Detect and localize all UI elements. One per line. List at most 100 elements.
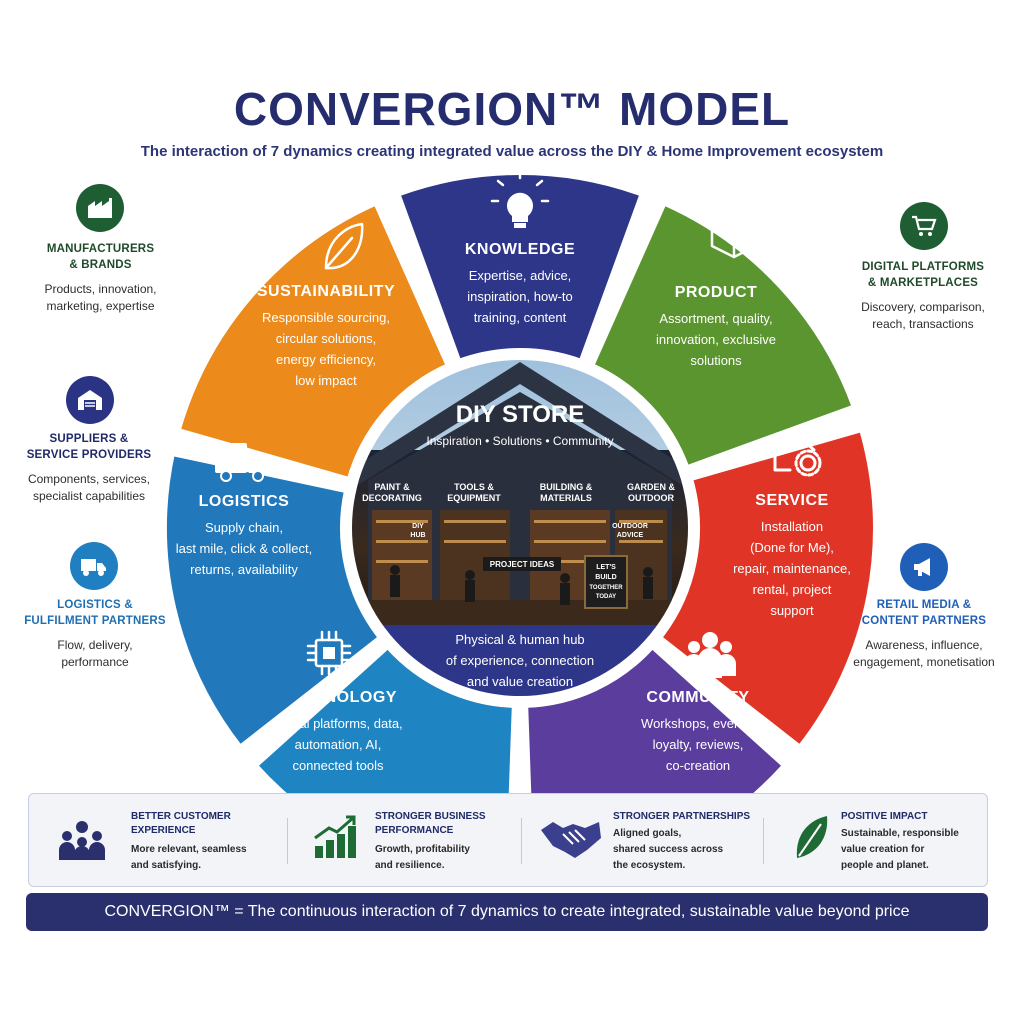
megaphone-icon xyxy=(900,543,948,591)
partner-suppliers-title-2: SERVICE PROVIDERS xyxy=(26,449,152,461)
benefit-partnerships: STRONGER PARTNERSHIPS Aligned goals, sha… xyxy=(527,794,767,886)
segment-technology-desc-line: Digital platforms, data, xyxy=(273,716,402,731)
benefit-4-desc-2: value creation for xyxy=(841,844,925,855)
lightbulb-icon xyxy=(490,170,550,228)
page-title: CONVERGION™ MODEL xyxy=(233,83,791,135)
benefit-2-desc-2: and resilience. xyxy=(375,860,445,871)
zone-garden-line2: OUTDOOR xyxy=(628,493,674,503)
partner-retail-media-desc-2: engagement, monetisation xyxy=(853,655,995,669)
segment-community-desc-line: co-creation xyxy=(666,758,730,773)
segment-technology-desc-line: automation, AI, xyxy=(295,737,382,752)
sign-line1: LET'S xyxy=(596,564,616,571)
partner-digital-desc-2: reach, transactions xyxy=(872,317,974,331)
truck-icon xyxy=(215,443,267,482)
zone-building-line2: MATERIALS xyxy=(540,493,592,503)
center-desc-line2: of experience, connection xyxy=(446,653,594,668)
segment-community-label: COMMUNITY xyxy=(646,689,749,706)
segment-sustainability-label: SUSTAINABILITY xyxy=(257,283,395,300)
partner-logistics-desc-1: Flow, delivery, xyxy=(57,638,133,652)
house-gear-icon xyxy=(768,428,822,477)
segment-service-desc-line: (Done for Me), xyxy=(750,540,834,555)
diy-hub-line2: HUB xyxy=(410,532,425,539)
partner-digital-desc-1: Discovery, comparison, xyxy=(861,300,985,314)
benefits-strip: BETTER CUSTOMER EXPERIENCE More relevant… xyxy=(28,793,988,887)
zone-paint-line1: PAINT & xyxy=(374,482,410,492)
leaf-icon xyxy=(796,816,828,858)
sign-line2: BUILD xyxy=(595,574,616,581)
segment-knowledge xyxy=(396,171,644,363)
factory-icon xyxy=(76,184,124,232)
partner-manufacturers-desc-1: Products, innovation, xyxy=(44,282,157,296)
segment-knowledge-desc-line: inspiration, how-to xyxy=(467,289,573,304)
customers-icon xyxy=(59,821,105,860)
segment-service-desc-line: support xyxy=(770,603,814,618)
diy-hub-line1: DIY xyxy=(412,523,424,530)
center-desc-line3: and value creation xyxy=(467,674,573,689)
zone-tools-line2: EQUIPMENT xyxy=(447,493,501,503)
partner-retail-media-title-1: RETAIL MEDIA & xyxy=(876,599,972,611)
box-icon xyxy=(710,209,758,259)
segment-community-desc-line: Workshops, events, xyxy=(641,716,755,731)
segment-service-label: SERVICE xyxy=(755,492,828,509)
benefit-2-desc-1: Growth, profitability xyxy=(375,844,470,855)
segment-sustainability xyxy=(176,201,450,481)
benefit-2-title-1: STRONGER BUSINESS xyxy=(375,811,486,822)
diy-store-center: DIY STORE Inspiration • Solutions • Comm… xyxy=(348,356,692,700)
partner-logistics: LOGISTICS & FULFILMENT PARTNERS Flow, de… xyxy=(20,597,170,671)
segment-knowledge-desc-line: training, content xyxy=(474,310,567,325)
benefit-4-title-1: POSITIVE IMPACT xyxy=(841,811,928,822)
segment-logistics xyxy=(163,452,382,749)
benefit-positive-impact: POSITIVE IMPACT Sustainable, responsible… xyxy=(769,794,987,886)
partner-suppliers-title-1: SUPPLIERS & xyxy=(49,433,129,445)
chip-icon xyxy=(306,630,352,676)
segment-service-desc-line: repair, maintenance, xyxy=(733,561,851,576)
partner-retail-media: RETAIL MEDIA & CONTENT PARTNERS Awarenes… xyxy=(842,597,1006,671)
benefit-customer-experience: BETTER CUSTOMER EXPERIENCE More relevant… xyxy=(29,794,269,886)
partner-digital: DIGITAL PLATFORMS & MARKETPLACES Discove… xyxy=(848,259,998,333)
benefit-divider xyxy=(763,818,764,864)
zone-building-line1: BUILDING & xyxy=(540,482,593,492)
segment-sustainability-desc-line: Responsible sourcing, xyxy=(262,310,390,325)
zone-paint-line2: DECORATING xyxy=(362,493,422,503)
partner-logistics-desc-2: performance xyxy=(61,655,129,669)
segment-sustainability-desc-line: low impact xyxy=(295,373,357,388)
benefit-4-desc-1: Sustainable, responsible xyxy=(841,828,959,839)
benefit-4-desc-3: people and planet. xyxy=(841,860,929,871)
partner-suppliers-desc-1: Components, services, xyxy=(27,472,151,486)
partner-suppliers-desc-2: specialist capabilities xyxy=(32,489,146,503)
zone-tools-line1: TOOLS & xyxy=(454,482,494,492)
people-icon xyxy=(684,632,736,678)
page-subtitle: The interaction of 7 dynamics creating i… xyxy=(140,143,884,160)
partner-digital-title-1: DIGITAL PLATFORMS xyxy=(861,261,985,273)
partner-retail-media-title-2: CONTENT PARTNERS xyxy=(861,615,987,627)
segment-product-desc-line: Assortment, quality, xyxy=(659,311,772,326)
partner-suppliers: SUPPLIERS & SERVICE PROVIDERS Components… xyxy=(16,431,162,505)
segment-technology-desc-line: connected tools xyxy=(292,758,384,773)
project-ideas-label: PROJECT IDEAS xyxy=(490,560,555,569)
delivery-truck-icon xyxy=(70,542,118,590)
outdoor-advice-line2: ADVICE xyxy=(617,532,644,539)
partner-digital-title-2: & MARKETPLACES xyxy=(867,277,979,289)
benefit-3-title-1: STRONGER PARTNERSHIPS xyxy=(613,811,751,822)
benefit-divider xyxy=(521,818,522,864)
partner-retail-media-desc-1: Awareness, influence, xyxy=(865,638,983,652)
project-ideas-board xyxy=(483,557,561,571)
partner-logistics-title-2: FULFILMENT PARTNERS xyxy=(24,615,166,627)
benefit-1-title-2: EXPERIENCE xyxy=(131,825,196,836)
center-tagline: Inspiration • Solutions • Community xyxy=(426,434,613,448)
outdoor-advice-line1: OUTDOOR xyxy=(612,523,648,530)
benefit-3-desc-3: the ecosystem. xyxy=(613,860,686,871)
benefit-1-desc-1: More relevant, seamless xyxy=(131,844,247,855)
segment-product-label: PRODUCT xyxy=(675,284,758,301)
footer-banner: CONVERGION™ = The continuous interaction… xyxy=(26,893,988,931)
benefit-1-desc-2: and satisfying. xyxy=(131,860,202,871)
partner-manufacturers-title-1: MANUFACTURERS xyxy=(46,243,155,255)
benefit-2-title-2: PERFORMANCE xyxy=(375,825,454,836)
partner-logistics-title-1: LOGISTICS & xyxy=(57,599,133,611)
center-title: DIY STORE xyxy=(456,401,584,428)
segment-sustainability-desc-line: energy efficiency, xyxy=(276,352,376,367)
segment-logistics-desc-line: Supply chain, xyxy=(205,520,283,535)
segment-product-desc-line: innovation, exclusive xyxy=(656,332,776,347)
sign-line4: TODAY xyxy=(596,594,616,600)
